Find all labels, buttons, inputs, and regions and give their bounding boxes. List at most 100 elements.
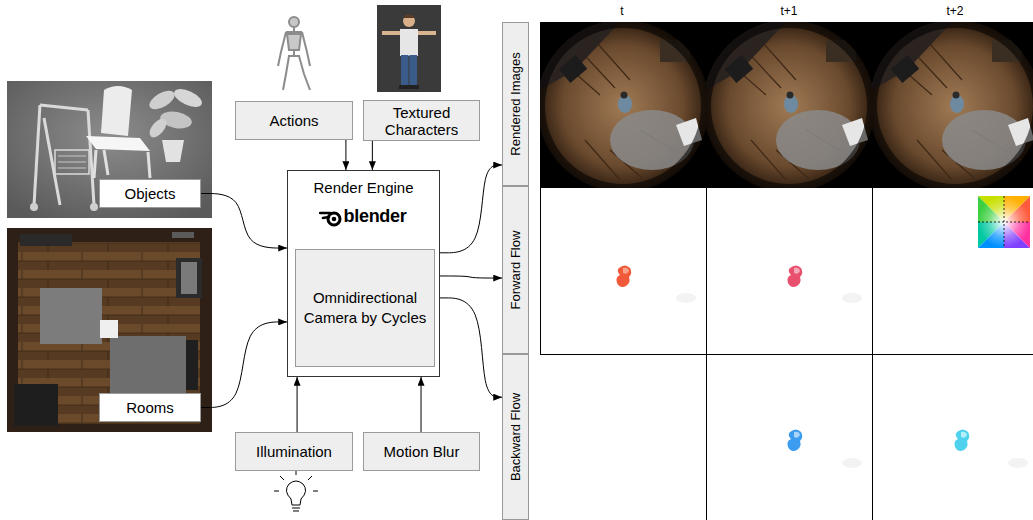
flow-blobs [616, 266, 1028, 469]
bulb-icon-part [274, 470, 318, 491]
text-group: Actions [236, 112, 352, 129]
character-figure-part [403, 15, 415, 27]
character-figure-part [377, 5, 441, 92]
skeleton-figure-part [287, 34, 301, 50]
character-figure-part [401, 55, 409, 85]
flow-arrow [440, 276, 502, 278]
flow-blobs-part [787, 266, 802, 288]
node-text: Illumination [236, 443, 352, 460]
text-group: Rooms [100, 399, 200, 416]
objects-picture-part [30, 203, 38, 211]
color-wheel-part [978, 196, 1030, 248]
character-figure-part [400, 29, 418, 56]
rooms-picture-part [176, 258, 202, 298]
objects-picture [7, 81, 212, 218]
engine-box: Render Engine blenderOmnidirectional Came… [287, 170, 440, 377]
column-header: t+1 [749, 4, 829, 18]
text-group: Textured Characters [364, 103, 479, 138]
input-box: Textured Characters [363, 100, 480, 141]
input-label: Rooms [99, 393, 201, 422]
input-box: Actions [235, 101, 353, 140]
input-box: Motion Blur [363, 432, 480, 471]
flow-blobs-part [842, 293, 862, 303]
rendered-frames [537, 20, 1033, 192]
rooms-picture-part [7, 228, 212, 432]
flow-blobs-part [794, 432, 800, 438]
objects-picture-part-part [44, 118, 60, 205]
node-text: Objects [100, 185, 200, 202]
rendered-frames-part [537, 20, 709, 192]
rooms-picture-part [14, 384, 58, 426]
node-text: Omnidirectional Camera by Cycles [296, 288, 434, 328]
row-band: Backward Flow [502, 354, 529, 520]
blender-icon [328, 213, 340, 225]
objects-picture-part-part [34, 105, 40, 205]
node-text: Textured Characters [364, 103, 479, 138]
blender-icon [331, 216, 336, 221]
flow-arrow [421, 377, 422, 432]
text-group: Backward Flow [508, 390, 523, 484]
column-header: t [582, 4, 662, 18]
character-figure-part [403, 15, 415, 19]
character-figure-part [409, 85, 419, 89]
flow-blobs-part [623, 268, 629, 274]
camera-box: Omnidirectional Camera by Cycles [295, 249, 435, 367]
node-text: Forward Flow [508, 228, 523, 313]
rooms-picture-part [100, 320, 118, 338]
flow-arrow [372, 141, 373, 170]
flow-arrow [440, 165, 502, 253]
character-figure-part [399, 85, 409, 89]
row-band: Rendered Images [502, 22, 529, 186]
color-wheel-part [978, 196, 1030, 248]
rendered-frames-part [703, 20, 875, 192]
flow-arrow [297, 377, 298, 432]
objects-picture-part [34, 105, 94, 205]
objects-picture-part [171, 85, 204, 110]
rooms-picture-part [20, 234, 72, 246]
rooms-picture-part [40, 288, 102, 344]
objects-picture-part-part [55, 150, 89, 174]
flow-arrow [201, 322, 287, 408]
rooms-picture-part [172, 232, 194, 238]
flow-grid [540, 188, 1033, 520]
flow-blobs-part [954, 430, 969, 452]
flow-blobs-part [616, 266, 631, 288]
text-group: Omnidirectional Camera by Cycles [296, 288, 434, 328]
skeleton-figure [278, 17, 310, 90]
node-text: Actions [236, 112, 352, 129]
skeleton-figure-part [289, 17, 299, 27]
rooms-picture [7, 228, 212, 432]
objects-picture-part [94, 150, 150, 178]
objects-picture-part [101, 86, 132, 136]
bulb-icon-part [292, 508, 300, 511]
text-group: Forward Flow [508, 228, 523, 313]
node-text: Rendered Images [508, 49, 523, 158]
node-text: Render Engine [288, 179, 439, 196]
rooms-picture-part [181, 262, 197, 294]
flow-blobs-part [787, 430, 802, 452]
flow-blobs-part [1008, 458, 1028, 468]
flow-blobs-part [794, 268, 800, 274]
color-wheel [978, 196, 1030, 248]
objects-picture-part [7, 81, 212, 218]
skeleton-figure-part [278, 28, 310, 90]
bulb-icon [274, 470, 318, 511]
flow-blobs-part [676, 293, 696, 303]
objects-picture-part [86, 136, 150, 151]
character-figure-part [410, 55, 418, 85]
objects-picture-part [146, 116, 169, 141]
row-band: Forward Flow [502, 186, 529, 354]
text-group: Rendered Images [508, 49, 523, 158]
blender-icon [319, 208, 343, 228]
rendered-frames-part [869, 20, 1033, 192]
column-header: t+2 [915, 4, 995, 18]
text-group: Motion Blur [364, 443, 479, 460]
logo-text: blender [318, 206, 410, 227]
flow-blobs-part [842, 458, 862, 468]
node-text: Rooms [100, 399, 200, 416]
objects-picture-part [90, 203, 98, 211]
input-box: Illumination [235, 432, 353, 471]
text-group: Objects [100, 185, 200, 202]
objects-picture-part [162, 140, 184, 162]
